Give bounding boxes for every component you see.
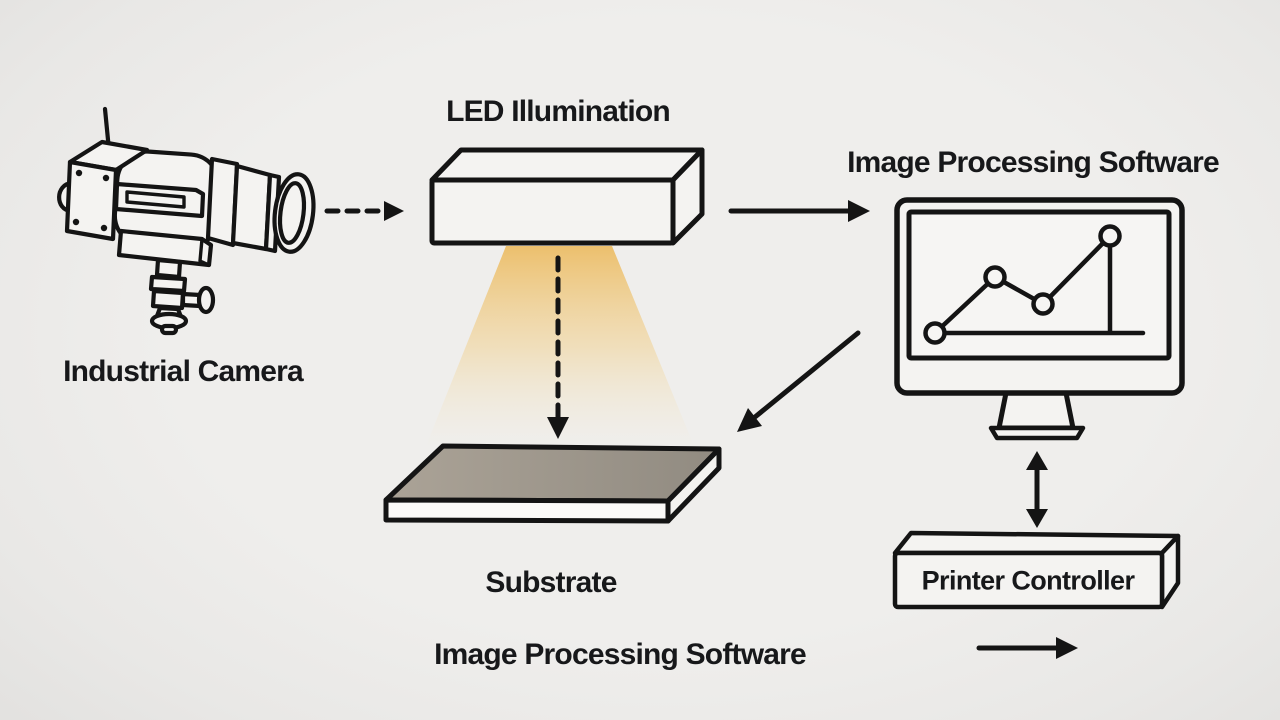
camera-knob-cap (196, 285, 216, 315)
camera-foot-nub (159, 323, 179, 336)
chart-marker (983, 265, 1007, 289)
monitor-line-chart (923, 224, 1146, 345)
chart-polyline (932, 233, 1113, 336)
led-box-top-face (429, 147, 705, 183)
chart-marker (923, 321, 947, 345)
substrate-right-face (665, 446, 722, 524)
camera-slot (125, 190, 186, 209)
arrowhead-right-icon (848, 200, 870, 222)
printer-controller-label: Printer Controller (921, 565, 1135, 596)
industrial-camera-illustration (57, 106, 316, 336)
monitor-stand-neck (996, 390, 1076, 431)
led-box-front-face (429, 177, 676, 246)
led-panel-illustration (429, 147, 705, 246)
arrowhead-down-icon (1026, 509, 1048, 528)
printer-controller-box-illustration (892, 530, 1181, 610)
camera-mount-collar (148, 274, 188, 294)
arrowhead-right-icon (1056, 637, 1078, 659)
substrate-slab-illustration (383, 443, 722, 524)
camera-back-box-front (64, 159, 119, 242)
monitor-stand-base (988, 425, 1086, 441)
arrowhead-up-icon (1026, 451, 1048, 470)
solid-arrow-printer-output (976, 637, 1078, 659)
chart-marker (1098, 224, 1122, 248)
dashed-arrow-camera-to-led (324, 201, 404, 221)
monitor-screen (906, 209, 1172, 361)
chart-marker (1031, 292, 1055, 316)
solid-arrow-monitor-to-substrate (737, 330, 861, 432)
led-illumination-label: LED Illumination (446, 95, 671, 128)
solid-arrow-led-to-monitor (728, 200, 870, 222)
camera-rail (116, 228, 214, 268)
industrial-camera-label: Industrial Camera (63, 355, 304, 388)
arrowhead-down-left-icon (737, 408, 762, 432)
double-headed-arrow-monitor-printer (1026, 451, 1048, 528)
printer-box-front-face (892, 550, 1165, 610)
camera-screws (72, 169, 110, 232)
camera-lens-rim-inner (277, 181, 307, 245)
arrowhead-down-icon (547, 417, 569, 439)
image-processing-software-label-bottom: Image Processing Software (434, 638, 807, 671)
image-processing-software-label-top: Image Processing Software (847, 146, 1220, 179)
camera-slot-plate (113, 181, 206, 219)
substrate-top-face (383, 443, 722, 504)
dashed-arrow-led-to-substrate (547, 255, 569, 439)
camera-rail-cap (198, 237, 211, 267)
printer-box-top-face (892, 530, 1181, 556)
monitor-illustration (894, 197, 1185, 441)
camera-mount-cylinder (150, 288, 186, 311)
chart-markers (923, 224, 1122, 345)
camera-lens-barrel (230, 163, 273, 252)
substrate-label: Substrate (485, 566, 617, 599)
arrowhead-right-icon (384, 201, 404, 221)
substrate-front-face (383, 497, 671, 524)
camera-mount-post (154, 257, 183, 280)
